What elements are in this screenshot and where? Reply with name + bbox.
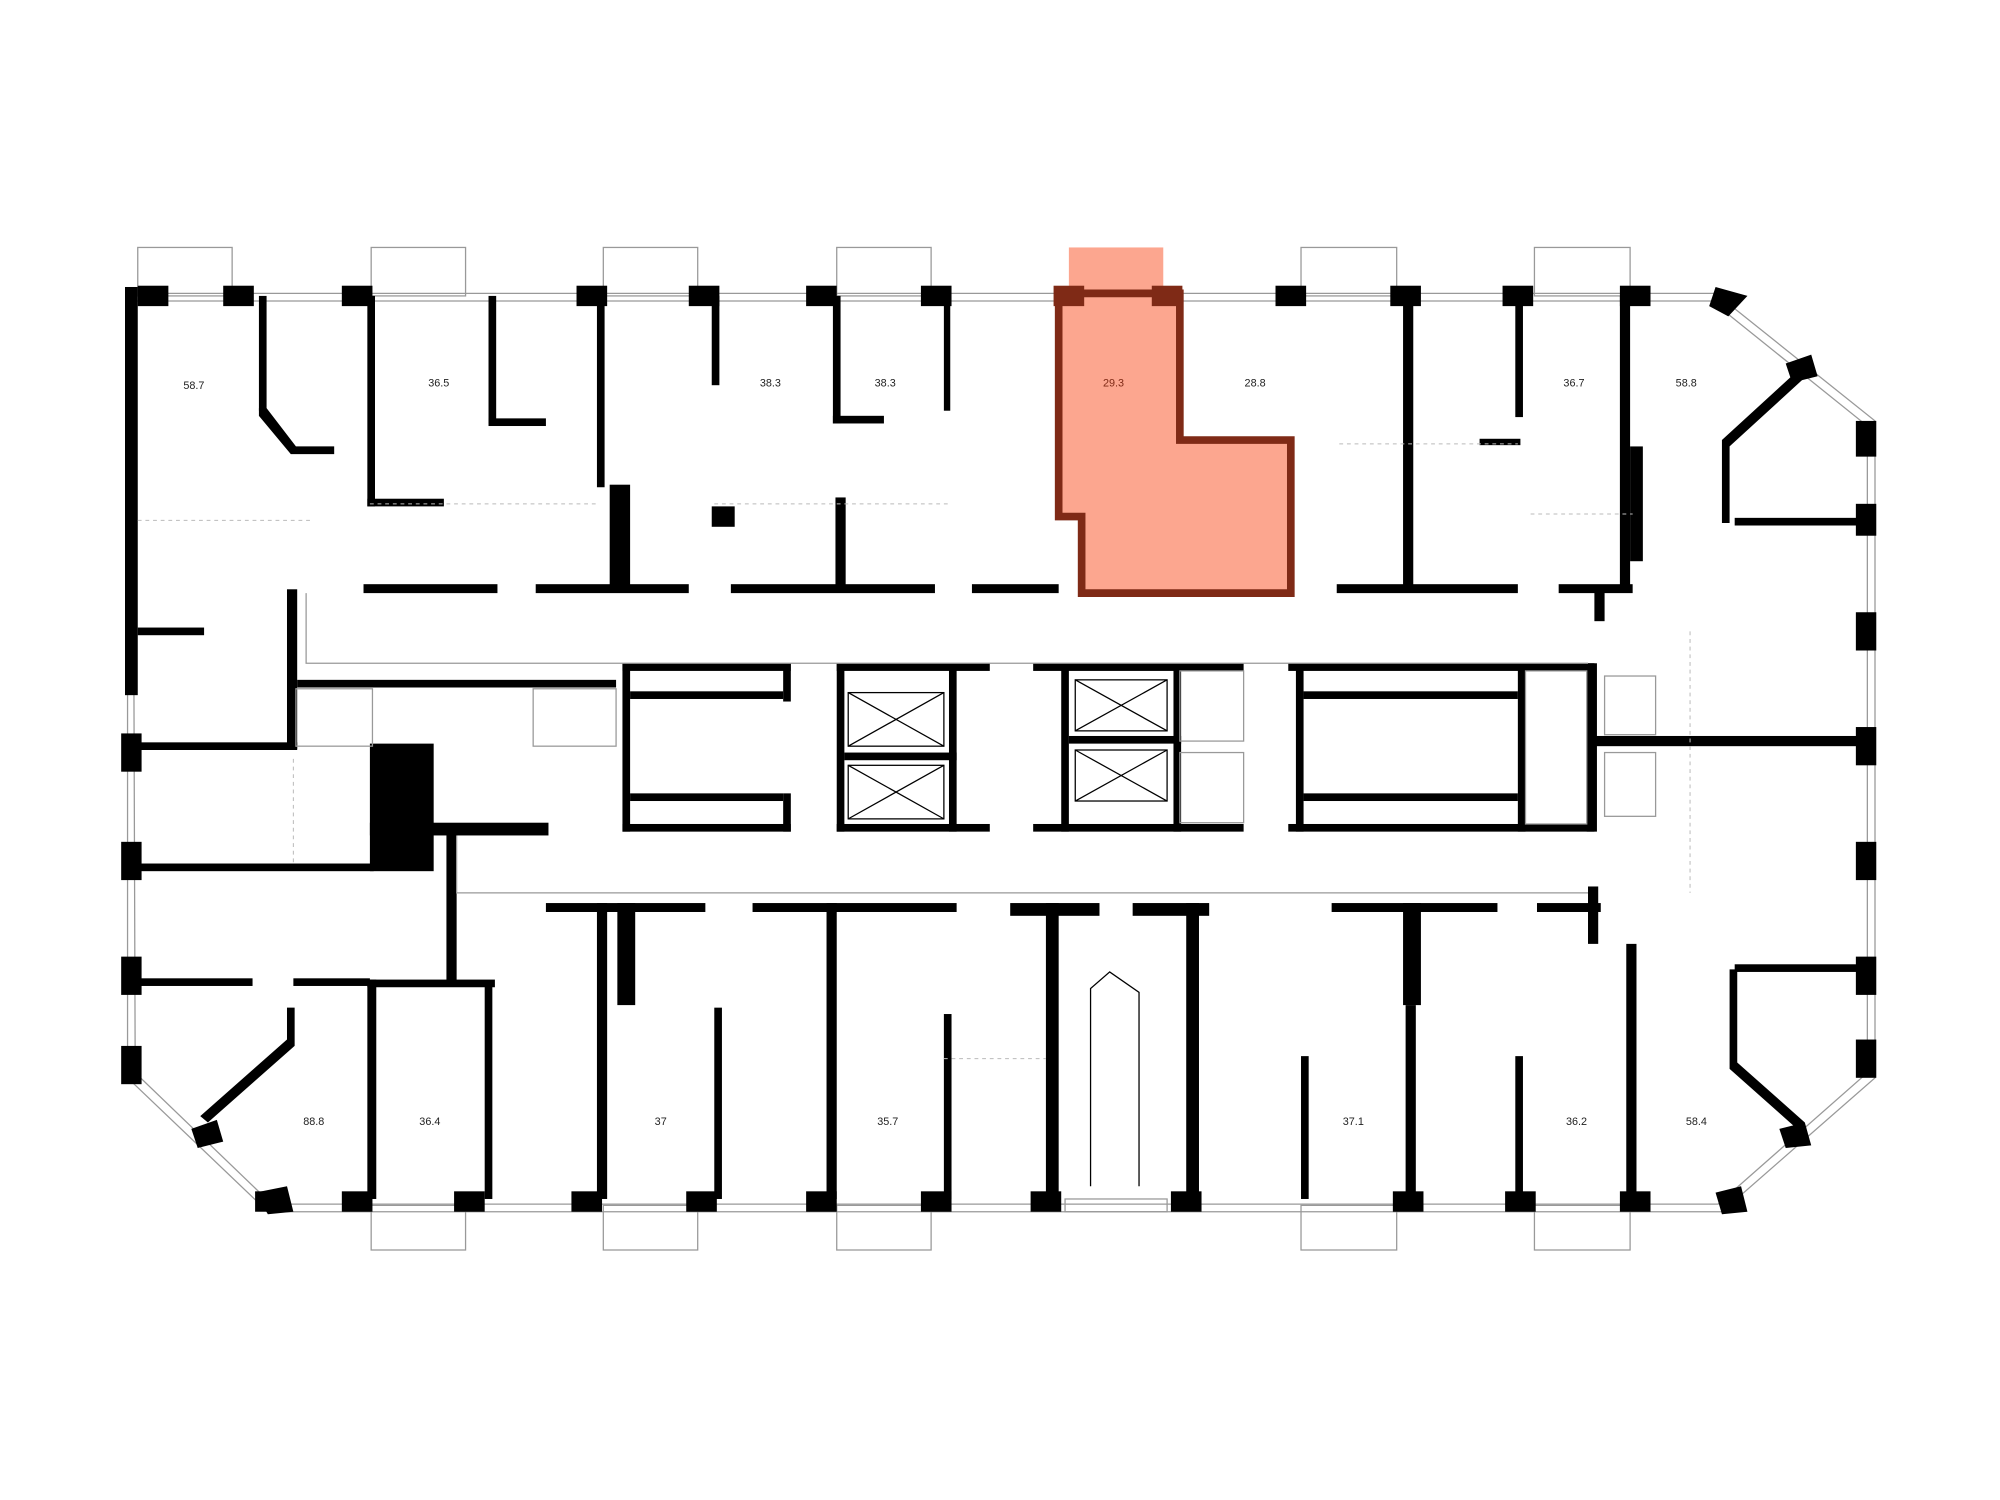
unit-area-label: 36.7 <box>1563 377 1584 389</box>
unit-area-label: 36.5 <box>428 377 449 389</box>
unit-area-label: 88.8 <box>303 1116 324 1128</box>
structural-column <box>341 1191 373 1212</box>
unit-area-label: 35.7 <box>877 1116 898 1128</box>
structural-column <box>686 1191 717 1212</box>
structural-walls <box>121 285 1877 1215</box>
structural-column <box>1053 285 1085 307</box>
unit-area-label: 58.7 <box>183 380 204 392</box>
structural-column <box>1505 1191 1536 1212</box>
structural-column <box>1275 285 1307 307</box>
unit-area-label: 38.3 <box>760 377 781 389</box>
selected-apartment[interactable] <box>1054 247 1295 597</box>
structural-column <box>1151 285 1183 307</box>
unit-area-label: 38.3 <box>875 377 896 389</box>
structural-column <box>341 285 373 307</box>
structural-column <box>454 1191 485 1212</box>
unit-area-label: 36.2 <box>1566 1116 1587 1128</box>
structural-column <box>223 285 254 307</box>
unit-area-label: 28.8 <box>1245 377 1266 389</box>
unit-area-label: 37.1 <box>1343 1116 1364 1128</box>
unit-area-label: 58.4 <box>1686 1116 1707 1128</box>
selected-unit-area-label: 29.3 <box>1103 377 1124 389</box>
unit-labels: 58.7 36.5 38.3 38.3 29.3 28.8 36.7 58.8 … <box>183 377 1707 1128</box>
interior-details <box>137 443 1691 1213</box>
unit-area-label: 37 <box>655 1116 667 1128</box>
structural-column <box>571 1191 603 1212</box>
balconies <box>137 246 1631 1251</box>
unit-area-label: 36.4 <box>419 1116 440 1128</box>
unit-area-label: 58.8 <box>1676 377 1697 389</box>
structural-column <box>137 285 169 307</box>
structural-column <box>806 285 837 307</box>
